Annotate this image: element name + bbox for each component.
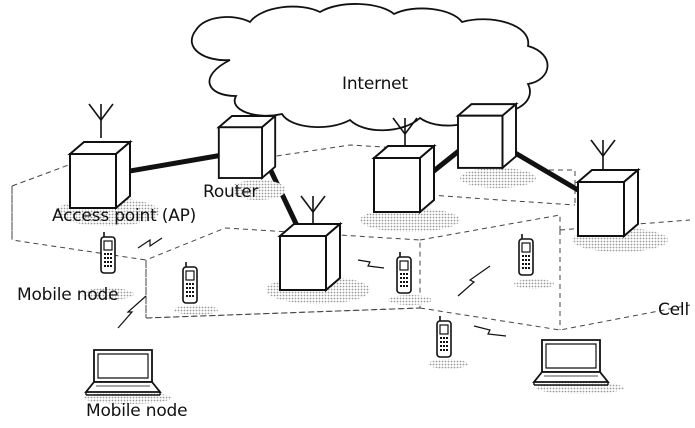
access-point-box-icon [373,145,435,213]
link-router-ap-right [427,147,463,177]
mobile-phone-icon [518,233,534,276]
router-box-icon [217,115,277,179]
router-label: Router [203,182,259,202]
zigzag-link-icon [357,259,385,269]
laptop-icon [85,349,161,396]
access-point-left [69,103,131,209]
mobile-node-label-top: Mobile node [17,285,119,305]
internet-label: Internet [342,74,408,94]
zigzag-link-icon [137,237,163,249]
access-point-box-icon [69,141,131,209]
zigzag-link-icon [473,325,507,337]
mobile-phone-icon [436,315,452,358]
router-box-icon [457,103,517,169]
mobile-node-label-bottom: Mobile node [86,401,188,421]
router-right [457,103,517,169]
laptop-icon [533,339,609,386]
mobile-phone-icon [396,251,412,294]
wireless-links [117,237,507,337]
zigzag-link-icon [457,265,491,297]
cloud-icon [190,3,549,132]
cell-label: Cell [658,300,689,320]
access-point-far-right [577,139,639,237]
zigzag-link-icon [117,295,147,329]
router-left [217,115,277,179]
cell-right [419,214,561,241]
cell-left [11,159,226,318]
mobile-phone-icon [182,261,198,304]
access-point-label: Access point (AP) [52,206,197,226]
access-point-box-icon [279,223,341,291]
access-point-right [373,117,435,213]
access-point-box-icon [577,169,639,237]
mobile-phone-icon [100,231,116,274]
